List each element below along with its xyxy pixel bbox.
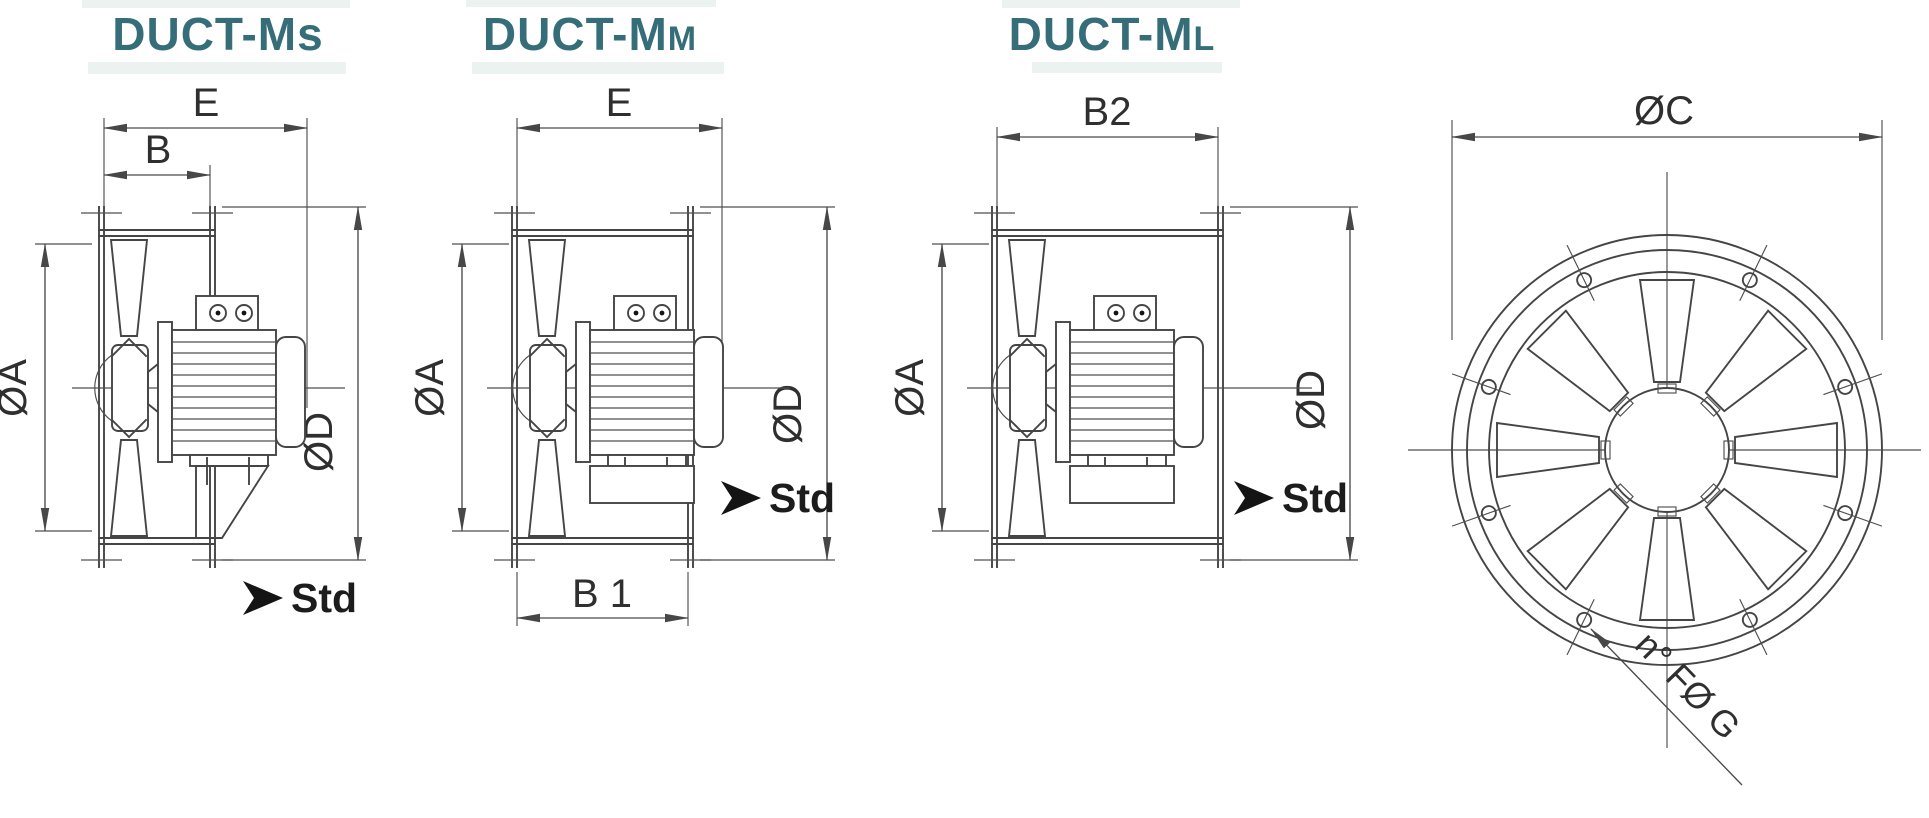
impeller-hub <box>1600 383 1734 517</box>
terminal-screw-icon <box>653 304 671 322</box>
dim-label-oa: ØA <box>0 359 35 417</box>
motor <box>565 295 724 504</box>
impeller <box>512 239 567 537</box>
fan-casing <box>494 206 711 568</box>
flow-label: Std <box>291 575 357 621</box>
terminal-screw-icon <box>627 304 645 322</box>
dim-label-e: E <box>606 81 633 125</box>
flow-label: Std <box>769 475 835 521</box>
fan-casing <box>974 206 1241 568</box>
dim-label-od: ØD <box>1289 370 1333 430</box>
dim-label-oc: ØC <box>1634 89 1694 133</box>
dim-b: B <box>103 128 211 206</box>
side-view-duct-ms: E B ØA ØD <box>0 81 366 621</box>
bolt-hole-icon <box>1576 611 1593 628</box>
impeller-blades <box>1496 279 1838 621</box>
front-view: ØC <box>1408 89 1921 786</box>
dim-b2: B2 <box>996 90 1219 206</box>
side-view-duct-ml: B2 ØA ØD <box>888 90 1358 568</box>
title-duct-ml: DUCT-ML <box>1009 8 1216 60</box>
title-duct-mm: DUCT-MM <box>483 8 697 60</box>
bolt-hole-icon <box>1480 505 1497 522</box>
flow-direction: Std <box>243 575 357 621</box>
dim-d: ØD <box>1230 206 1358 561</box>
impeller <box>94 239 149 537</box>
faded-text-artifacts <box>82 0 1240 74</box>
bolt-hole-icon <box>1741 611 1758 628</box>
title-duct-ms: DUCT-Ms <box>112 8 323 60</box>
flow-direction-arrow-icon <box>243 581 283 615</box>
dim-d: ØD <box>700 206 835 561</box>
terminal-screw-icon <box>1107 304 1125 322</box>
terminal-screw-icon <box>1133 304 1151 322</box>
motor-support-plate <box>589 465 695 504</box>
motor <box>1045 295 1204 504</box>
dim-b1: B 1 <box>516 572 689 626</box>
motor-cooling-fins <box>590 341 694 442</box>
bolt-hole-icon <box>1576 272 1593 289</box>
dim-label-oa: ØA <box>888 359 932 417</box>
terminal-screw-icon <box>209 304 227 322</box>
casing-flange-rings <box>1451 234 1883 666</box>
bolt-hole-icon <box>1837 378 1854 395</box>
dim-a: ØA <box>0 243 92 532</box>
dim-a: ØA <box>888 243 989 532</box>
motor-cooling-fins <box>1070 341 1174 442</box>
flow-label: Std <box>1282 475 1348 521</box>
dim-c: ØC <box>1451 89 1883 340</box>
flow-direction: Std <box>1234 475 1348 521</box>
motor-cooling-fins <box>172 341 276 442</box>
dim-label-b1: B 1 <box>572 572 632 616</box>
dim-label-od: ØD <box>766 384 810 444</box>
motor-support-plate <box>1069 465 1175 504</box>
bolt-hole-icon <box>1741 272 1758 289</box>
dim-e: E <box>516 81 723 345</box>
flange-bolt-holes <box>1451 244 1883 656</box>
side-view-duct-mm: E B 1 ØA ØD <box>408 81 835 626</box>
dim-label-b: B <box>145 128 172 172</box>
flow-direction-arrow-icon <box>1234 481 1274 515</box>
dim-label-oa: ØA <box>408 359 452 417</box>
motor-support-bracket <box>195 465 270 539</box>
dim-e: E <box>103 81 308 408</box>
dim-label-b2: B2 <box>1083 90 1132 134</box>
bolt-note: n° FØ G <box>1590 623 1749 786</box>
dim-label-e: E <box>193 81 220 125</box>
dim-a: ØA <box>408 243 509 532</box>
terminal-screw-icon <box>235 304 253 322</box>
flow-direction: Std <box>721 475 835 521</box>
motor <box>147 295 306 539</box>
bolt-hole-icon <box>1480 378 1497 395</box>
flow-direction-arrow-icon <box>721 481 761 515</box>
bolt-hole-icon <box>1837 505 1854 522</box>
